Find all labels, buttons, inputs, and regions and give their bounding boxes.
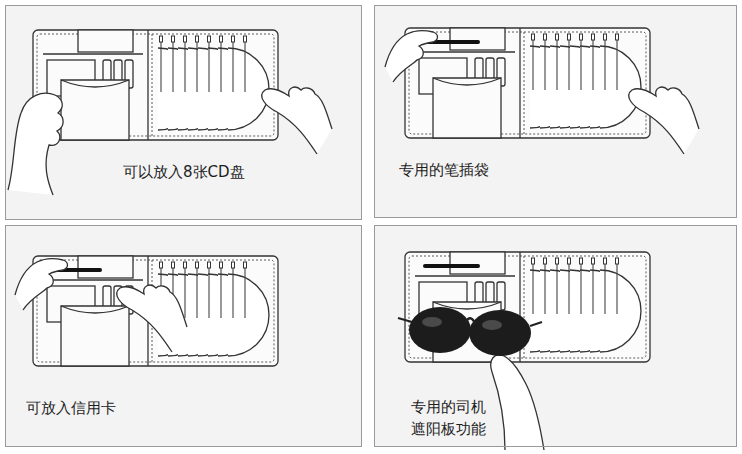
panel-caption: 可以放入8张CD盘 — [123, 161, 245, 183]
instruction-panel: 可以放入8张CD盘 — [5, 5, 362, 220]
instruction-panel: 专用的司机 遮阳板功能 — [374, 225, 737, 447]
panel-caption: 专用的笔插袋 — [399, 159, 489, 181]
panel-caption: 可放入信用卡 — [26, 397, 116, 419]
instruction-panel: 可放入信用卡 — [5, 225, 362, 447]
instruction-panel: 专用的笔插袋 — [374, 5, 737, 218]
panel-caption: 专用的司机 遮阳板功能 — [411, 396, 493, 440]
